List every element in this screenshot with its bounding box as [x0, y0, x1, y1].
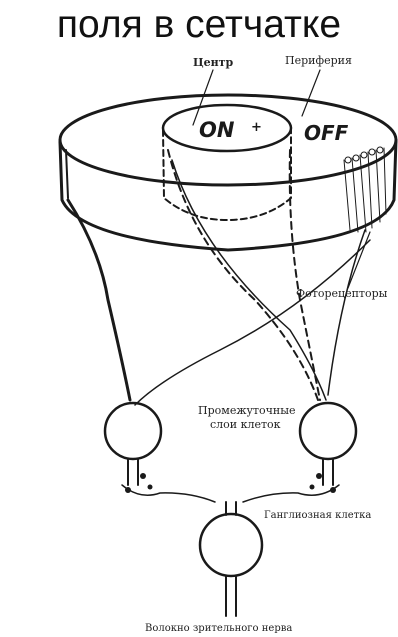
optic-nerve-fiber — [226, 576, 236, 616]
ganglion-label: Ганглиозная клетка — [264, 510, 371, 521]
periphery-leader — [302, 70, 320, 116]
funnel-right — [328, 230, 365, 395]
center-label: Центр — [193, 56, 233, 69]
nerve-fiber-label: Волокно зрительного нерва — [145, 623, 292, 634]
ganglion-cell — [200, 502, 262, 576]
intermediate-cell-left — [105, 403, 161, 459]
intermediate-cell-right — [300, 403, 356, 459]
intermediate-synapses — [122, 459, 339, 502]
periphery-label: Периферия — [285, 54, 352, 67]
center-leader — [193, 70, 213, 125]
funnel-left — [68, 200, 130, 400]
off-label: OFF — [304, 121, 349, 145]
center-path-dashed-2 — [290, 150, 320, 400]
on-label: ON — [199, 118, 235, 142]
intermediate-label-line2: слои клеток — [210, 418, 281, 431]
intermediate-label-line1: Промежуточные — [198, 404, 296, 417]
periphery-path-2 — [172, 160, 326, 400]
photoreceptor-leader — [348, 232, 370, 288]
photoreceptors-label: Фоторецепторы — [296, 287, 388, 300]
plus-sign: + — [251, 120, 262, 135]
periphery-path-1 — [135, 240, 370, 405]
